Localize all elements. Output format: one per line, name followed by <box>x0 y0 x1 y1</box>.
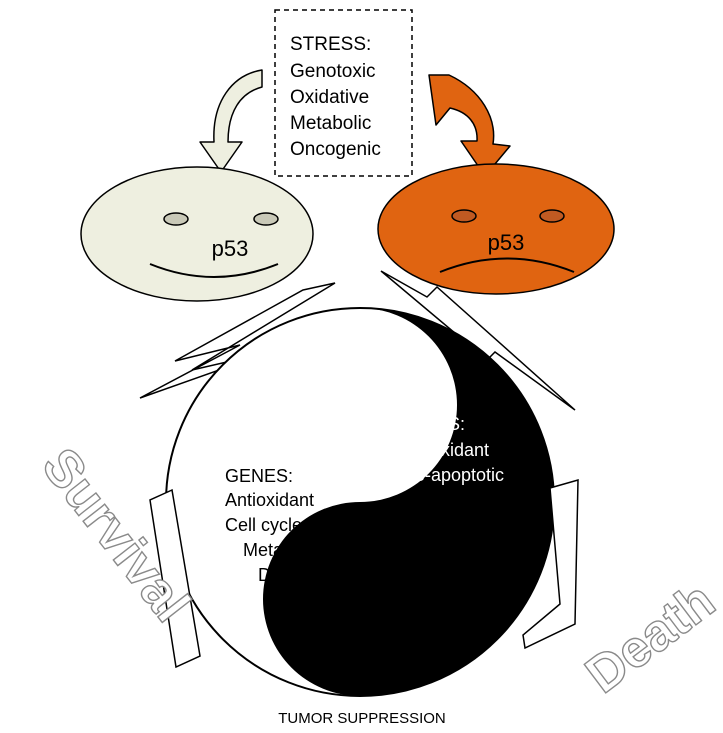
eye <box>253 212 279 226</box>
stress-title: STRESS: <box>290 34 371 55</box>
white-gene: Autophagy <box>272 590 358 610</box>
happy-p53-label: p53 <box>212 236 249 261</box>
sad-p53-label: p53 <box>488 230 525 255</box>
smile <box>149 263 279 278</box>
white-gene: DNA-repair <box>258 565 348 585</box>
right-bracket <box>522 478 579 650</box>
curved-arrow-right-icon <box>428 74 511 177</box>
curved-arrow-left-icon <box>199 69 263 173</box>
white-gene: Cell cycle arrest <box>225 515 353 535</box>
stress-type: Oncogenic <box>290 139 381 160</box>
eye <box>163 212 189 226</box>
black-gene: Pro-apoptotic <box>397 465 504 485</box>
white-gene: Metabolism <box>243 540 335 560</box>
white-genes-title: GENES: <box>225 466 293 486</box>
stress-type: Genotoxic <box>290 61 376 82</box>
lightning-bolt-left-icon <box>139 282 336 399</box>
white-gene: Antioxidant <box>225 490 314 510</box>
tumor-suppression-label: TUMOR SUPPRESSION <box>278 710 446 727</box>
happy-p53-face: p53 <box>80 166 314 302</box>
left-bracket <box>149 488 201 669</box>
sad-p53-face: p53 <box>377 163 615 295</box>
eye <box>539 209 565 223</box>
black-gene: Pro-oxidant <box>397 440 489 460</box>
death-label: Death <box>575 571 723 704</box>
stress-type: Oxidative <box>290 87 369 108</box>
stress-box: STRESS: Genotoxic Oxidative Metabolic On… <box>274 9 413 177</box>
black-genes-title: GENES: <box>397 414 465 434</box>
eye <box>451 209 477 223</box>
stress-type: Metabolic <box>290 113 371 134</box>
frown <box>439 257 575 273</box>
